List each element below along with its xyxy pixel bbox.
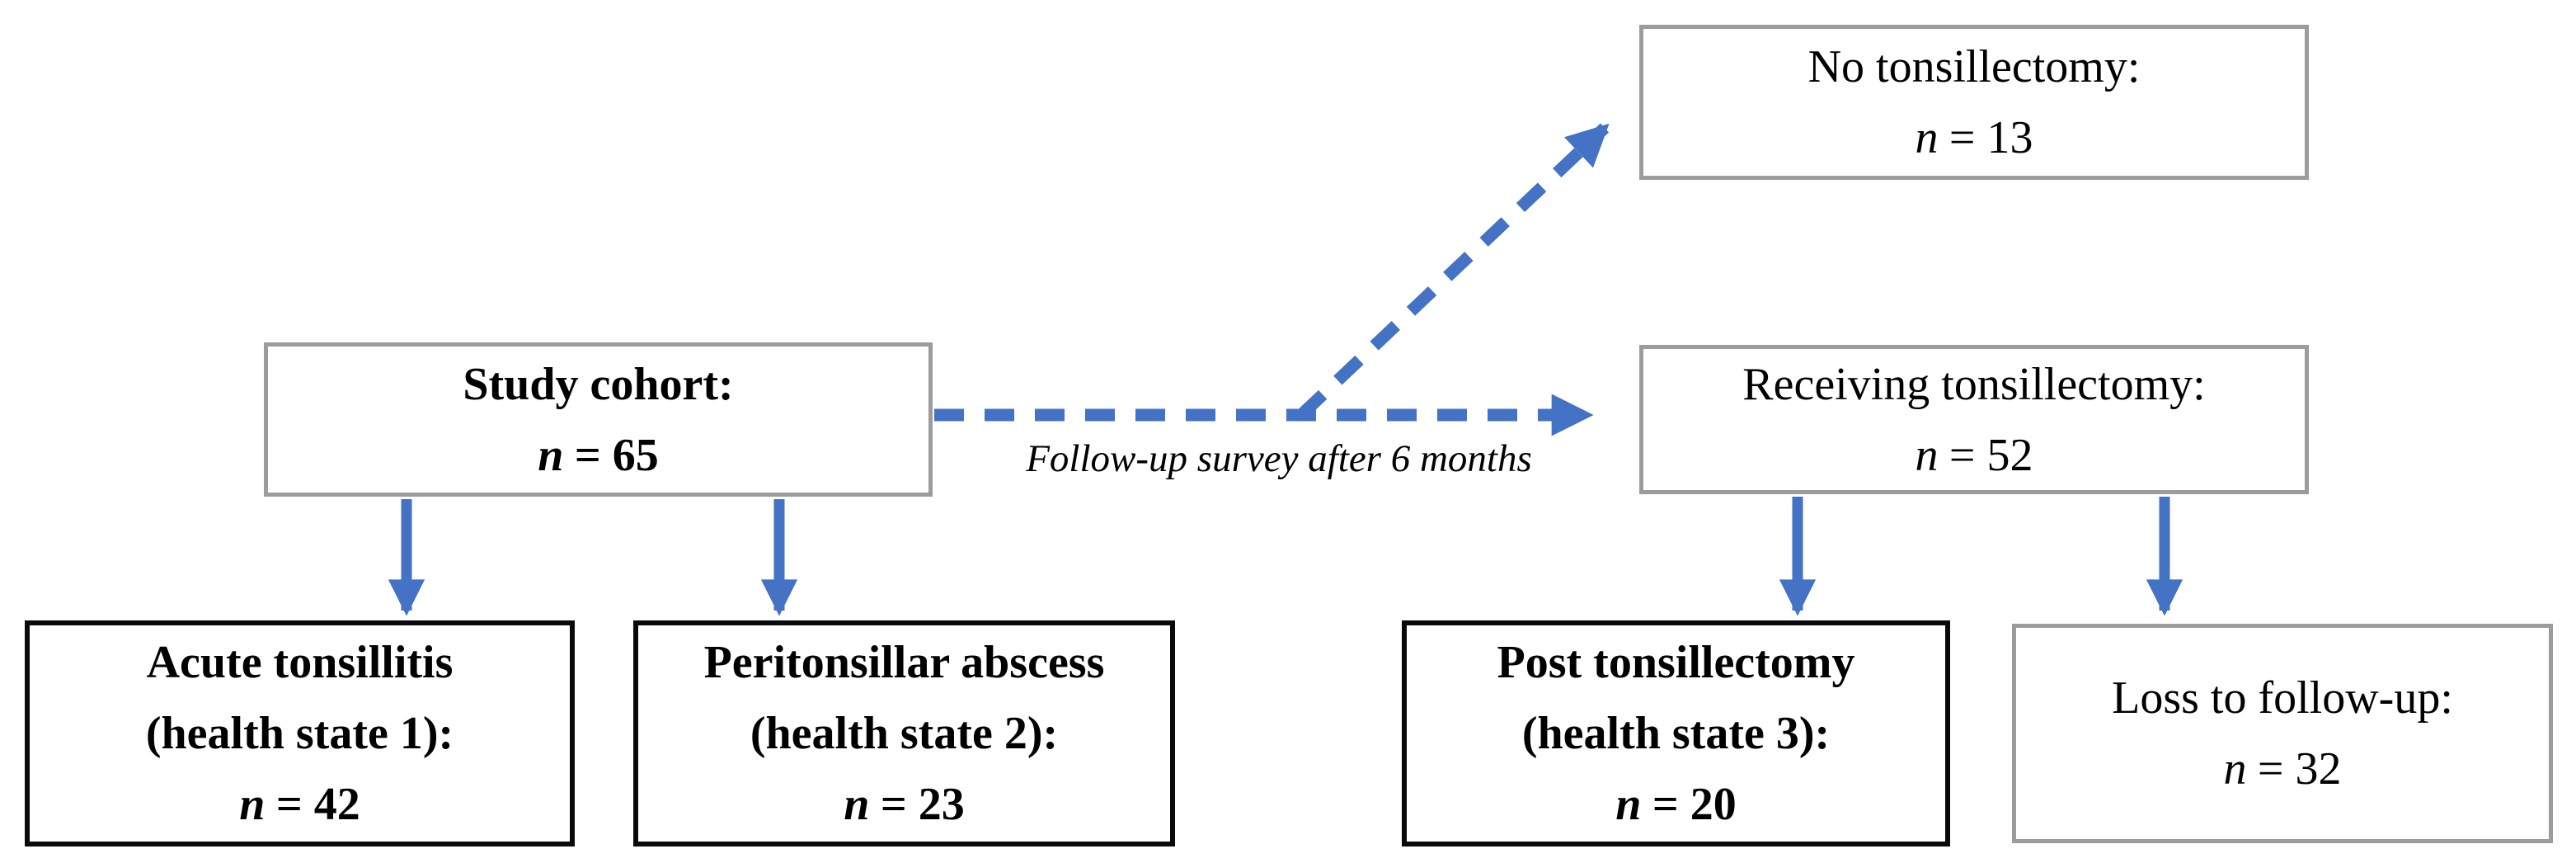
node-count: n = 32 [2223,733,2341,804]
node-title: Loss to follow-up: [2112,672,2453,724]
node-count: n = 52 [1915,420,2033,491]
arrow-study-to-no-tonsillectomy [1296,123,1610,420]
node-title: Acute tonsillitis [146,637,454,688]
node-no-tonsillectomy: No tonsillectomy: n = 13 [1639,25,2309,180]
node-subtitle: (health state 1): [145,708,454,759]
n-value: = 32 [2257,743,2342,795]
n-symbol: n [2223,743,2247,795]
node-subtitle: (health state 3): [1521,708,1831,759]
node-count: n = 42 [239,769,360,840]
n-value: = 23 [880,779,965,830]
node-title: No tonsillectomy: [1807,41,2141,92]
node-count: n = 23 [844,769,965,840]
n-value: = 42 [275,779,360,830]
node-count: n = 13 [1915,102,2033,173]
n-symbol: n [1615,779,1642,830]
n-symbol: n [1915,112,1939,163]
node-count: n = 20 [1615,769,1737,840]
node-loss-to-follow-up: Loss to follow-up: n = 32 [2012,624,2553,843]
n-value: = 20 [1652,779,1737,830]
node-title: Receiving tonsillectomy: [1742,358,2206,410]
node-study-cohort: Study cohort: n = 65 [264,342,933,497]
edge-label-follow-up-survey: Follow-up survey after 6 months [1026,437,1532,480]
n-value: = 65 [574,429,659,481]
node-acute-tonsillitis: Acute tonsillitis (health state 1): n = … [25,620,575,846]
n-symbol: n [1915,429,1939,481]
n-value: = 13 [1948,112,2033,163]
n-value: = 52 [1948,429,2033,481]
node-peritonsillar-abscess: Peritonsillar abscess (health state 2): … [633,620,1175,846]
node-title: Post tonsillectomy [1497,637,1855,688]
node-title: Peritonsillar abscess [703,637,1105,688]
n-symbol: n [844,779,870,830]
node-post-tonsillectomy: Post tonsillectomy (health state 3): n =… [1402,620,1950,846]
node-receiving-tonsillectomy: Receiving tonsillectomy: n = 52 [1639,345,2309,494]
node-count: n = 65 [538,420,659,491]
n-symbol: n [239,779,266,830]
node-title: Study cohort: [463,358,734,410]
node-subtitle: (health state 2): [750,708,1059,759]
n-symbol: n [538,429,564,481]
